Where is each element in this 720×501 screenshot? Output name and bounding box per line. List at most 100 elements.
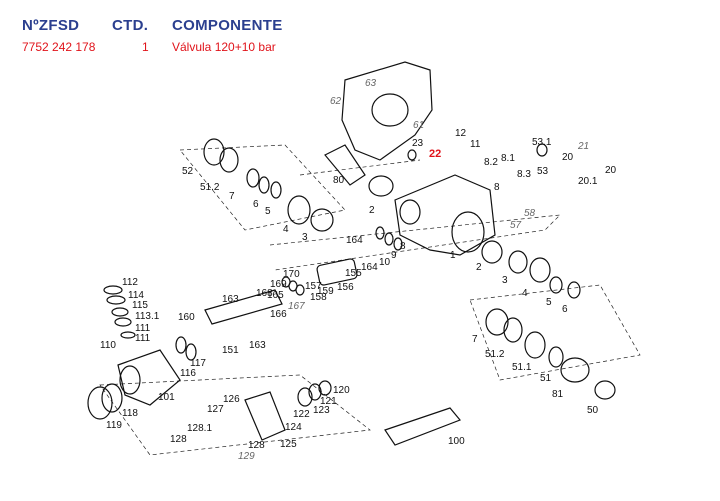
label-57: 57 — [510, 220, 522, 231]
label-163: 163 — [222, 294, 239, 305]
label-80: 80 — [333, 175, 345, 186]
label-58: 58 — [524, 208, 536, 219]
label-117: 117 — [190, 358, 206, 369]
label-4: 4 — [283, 224, 289, 235]
label-169: 169 — [270, 279, 287, 290]
label-155: 155 — [345, 268, 362, 279]
label-6-b: 6 — [562, 304, 568, 315]
label-23: 23 — [412, 138, 424, 149]
label-115: 115 — [132, 300, 148, 311]
label-160: 160 — [178, 312, 195, 323]
cover-plate-125 — [244, 391, 286, 441]
label-101: 101 — [158, 392, 175, 403]
seal-rings — [87, 138, 581, 420]
label-53: 53 — [537, 166, 549, 177]
label-22: 22 — [429, 148, 441, 160]
label-164: 164 — [346, 235, 363, 246]
label-21: 21 — [577, 141, 589, 152]
label-159: 159 — [317, 286, 334, 297]
shaft-80 — [324, 144, 366, 186]
part-component-name: Válvula 120+10 bar — [172, 40, 276, 54]
label-111: 111 — [135, 323, 151, 334]
piston-156 — [316, 258, 358, 286]
label-61: 61 — [413, 120, 424, 131]
label-81: 81 — [552, 389, 564, 400]
label-158: 158 — [310, 292, 327, 303]
valve-assembly-100 — [384, 407, 461, 446]
label-151: 151 — [222, 345, 239, 356]
label-128-1: 128.1 — [187, 423, 212, 434]
label-51-1: 51.1 — [512, 362, 532, 373]
label-164-b: 164 — [361, 262, 378, 273]
label-20-1: 20.1 — [578, 176, 598, 187]
label-12: 12 — [455, 128, 467, 139]
label-167: 167 — [288, 301, 305, 312]
label-100: 100 — [448, 436, 465, 447]
label-112: 112 — [122, 277, 138, 288]
component-column-header: COMPONENTE — [172, 17, 283, 34]
label-20-b: 20 — [605, 165, 617, 176]
label-3: 3 — [302, 232, 308, 243]
label-120: 120 — [333, 385, 350, 396]
label-113-1: 113.1 — [135, 311, 160, 322]
quantity-column-header: CTD. — [112, 17, 149, 34]
label-4-b: 4 — [522, 288, 528, 299]
part-quantity: 1 — [142, 40, 149, 54]
label-5-b: 5 — [546, 297, 552, 308]
label-119: 119 — [106, 420, 122, 431]
label-9: 9 — [391, 250, 397, 261]
label-123: 123 — [313, 405, 330, 416]
label-111-b: 111 — [135, 333, 151, 344]
label-8: 8 — [494, 182, 500, 193]
label-114: 114 — [128, 290, 144, 301]
label-168: 168 — [256, 288, 273, 299]
label-170: 170 — [283, 269, 300, 280]
label-52: 52 — [182, 166, 194, 177]
label-166: 166 — [270, 309, 287, 320]
label-127: 127 — [207, 404, 224, 415]
label-51: 51 — [540, 373, 552, 384]
worm-shaft-160 — [204, 289, 283, 325]
label-165: 165 — [267, 290, 284, 301]
label-156: 156 — [337, 282, 354, 293]
label-20: 20 — [562, 152, 574, 163]
label-5: 5 — [265, 206, 271, 217]
parts-header: NºZFSD CTD. COMPONENTE 7752 242 178 1 Vá… — [0, 0, 720, 60]
label-11: 11 — [470, 139, 481, 150]
label-8-c: 8 — [400, 241, 406, 252]
label-6: 6 — [253, 199, 259, 210]
code-column-header: NºZFSD — [22, 17, 80, 34]
label-129: 129 — [238, 451, 255, 462]
label-53-1: 53.1 — [532, 137, 552, 148]
label-128-b: 128 — [248, 440, 265, 451]
label-1: 1 — [450, 250, 456, 261]
label-121: 121 — [320, 396, 337, 407]
label-62: 62 — [330, 96, 342, 107]
main-gear-housing — [394, 174, 496, 256]
label-7-b: 7 — [472, 334, 478, 345]
label-110: 110 — [100, 340, 116, 351]
nut-81 — [560, 357, 590, 383]
label-8-1: 8.1 — [501, 153, 515, 164]
valve-body-101 — [117, 349, 181, 406]
label-2: 2 — [369, 205, 375, 216]
upper-housing-bracket — [341, 61, 433, 161]
label-116: 116 — [180, 368, 196, 379]
guide-lines — [99, 144, 641, 456]
label-124: 124 — [285, 422, 302, 433]
label-163-b: 163 — [249, 340, 266, 351]
label-8-2: 8.2 — [484, 157, 498, 168]
label-128: 128 — [170, 434, 187, 445]
label-126: 126 — [223, 394, 240, 405]
part-code: 7752 242 178 — [22, 40, 96, 54]
label-10: 10 — [379, 257, 391, 268]
label-118: 118 — [122, 408, 138, 419]
label-8-3: 8.3 — [517, 169, 531, 180]
nut-50 — [594, 380, 616, 400]
label-50: 50 — [587, 405, 599, 416]
label-63: 63 — [365, 78, 377, 89]
label-7: 7 — [229, 191, 235, 202]
label-51-2-b: 51.2 — [485, 349, 505, 360]
label-3-b: 3 — [502, 275, 508, 286]
